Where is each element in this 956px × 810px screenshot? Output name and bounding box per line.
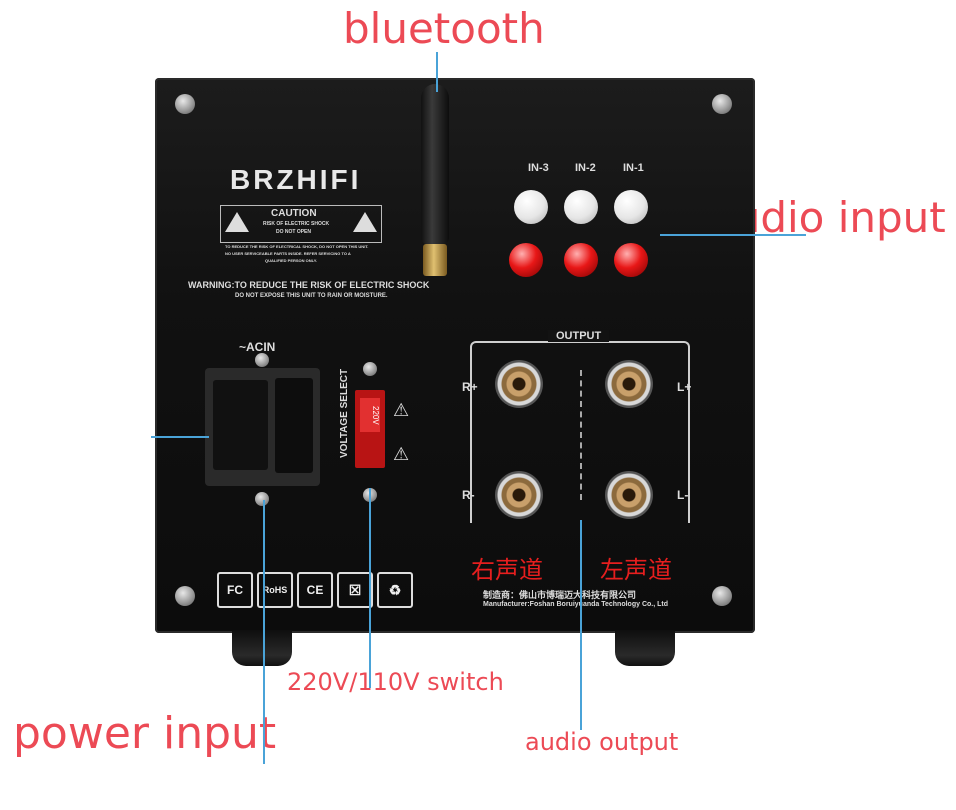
switch-value: 220V (360, 398, 380, 432)
foot-left (232, 630, 292, 666)
power-input-leader (263, 500, 265, 764)
ac-power-inlet[interactable] (205, 368, 320, 486)
screw-icon (255, 353, 269, 367)
bluetooth-leader (436, 52, 438, 92)
manufacturer-en: Manufacturer:Foshan Boruiyuanda Technolo… (483, 601, 668, 608)
channel-divider (580, 370, 582, 500)
rca-input-in1-right[interactable] (614, 243, 648, 277)
rca-input-in3-right[interactable] (509, 243, 543, 277)
weee-bin-icon: ☒ (337, 572, 373, 608)
switch-callout: 220V/110V switch (287, 668, 504, 696)
audio-output-leader (580, 520, 582, 730)
speaker-terminal-r-minus[interactable] (495, 471, 543, 519)
manufacturer-cn: 制造商：佛山市博瑞迈大科技有限公司 (483, 590, 637, 600)
speaker-terminal-l-plus[interactable] (605, 360, 653, 408)
caution-label: CAUTION RISK OF ELECTRIC SHOCK DO NOT OP… (220, 205, 382, 243)
bluetooth-callout: bluetooth (343, 4, 545, 53)
screw-icon (175, 94, 195, 114)
caution-title: CAUTION (271, 208, 317, 219)
brand-logo: BRZHIFI (230, 164, 362, 195)
foot-right (615, 630, 675, 666)
input-label-in3: IN-3 (528, 162, 549, 174)
caution-subtitle: RISK OF ELECTRIC SHOCK (263, 221, 330, 227)
right-channel-label: 右声道 (471, 556, 543, 584)
screw-icon (175, 586, 195, 606)
left-channel-label: 左声道 (600, 556, 672, 584)
terminal-label-l-minus: L- (677, 488, 689, 502)
caution-note: QUALIFIED PERSON ONLY. (265, 258, 318, 263)
recycle-icon: ♻ (377, 572, 413, 608)
screw-icon (255, 492, 269, 506)
caution-note: TO REDUCE THE RISK OF ELECTRICAL SHOCK, … (225, 244, 369, 249)
warning-text: WARNING:TO REDUCE THE RISK OF ELECTRIC S… (188, 280, 430, 290)
rca-input-in3-left[interactable] (514, 190, 548, 224)
caution-note: NO USER SERVICEABLE PARTS INSIDE. REFER … (225, 251, 351, 256)
screw-icon (712, 586, 732, 606)
audio-input-leader (660, 234, 806, 236)
screw-icon (712, 94, 732, 114)
rca-input-in2-right[interactable] (564, 243, 598, 277)
power-input-leader-h (151, 436, 209, 438)
warning-triangle-icon (225, 212, 249, 232)
warning-subtext: DO NOT EXPOSE THIS UNIT TO RAIN OR MOIST… (235, 293, 388, 299)
speaker-terminal-l-minus[interactable] (605, 471, 653, 519)
bluetooth-antenna (421, 84, 449, 244)
speaker-terminal-r-plus[interactable] (495, 360, 543, 408)
acin-label: ~ACIN (239, 340, 276, 354)
input-label-in1: IN-1 (623, 162, 644, 174)
warning-triangle-icon: ⚠ (393, 444, 410, 464)
amplifier-rear-panel: BRZHIFI CAUTION RISK OF ELECTRIC SHOCK D… (155, 78, 755, 633)
terminal-label-r-plus: R+ (462, 380, 478, 394)
output-bracket (470, 341, 690, 523)
power-input-callout: power input (13, 708, 277, 759)
antenna-connector (423, 244, 447, 276)
fuse-holder[interactable] (275, 378, 313, 473)
voltage-select-label: VOLTAGE SELECT (339, 368, 350, 458)
audio-output-callout: audio output (525, 728, 679, 756)
output-label: OUTPUT (548, 330, 610, 342)
warning-triangle-icon: ⚠ (393, 400, 410, 420)
switch-leader (369, 488, 371, 688)
iec-socket[interactable] (213, 380, 268, 470)
rca-input-in1-left[interactable] (614, 190, 648, 224)
terminal-label-r-minus: R- (462, 488, 475, 502)
input-label-in2: IN-2 (575, 162, 596, 174)
fcc-mark-icon: FC (217, 572, 253, 608)
rca-input-in2-left[interactable] (564, 190, 598, 224)
warning-triangle-icon (353, 212, 377, 232)
ce-mark-icon: CE (297, 572, 333, 608)
caution-subtitle-2: DO NOT OPEN (276, 229, 312, 235)
screw-icon (363, 362, 377, 376)
terminal-label-l-plus: L+ (677, 380, 692, 394)
voltage-selector-switch[interactable]: 220V (355, 390, 385, 468)
rohs-mark-icon: RoHS (257, 572, 293, 608)
